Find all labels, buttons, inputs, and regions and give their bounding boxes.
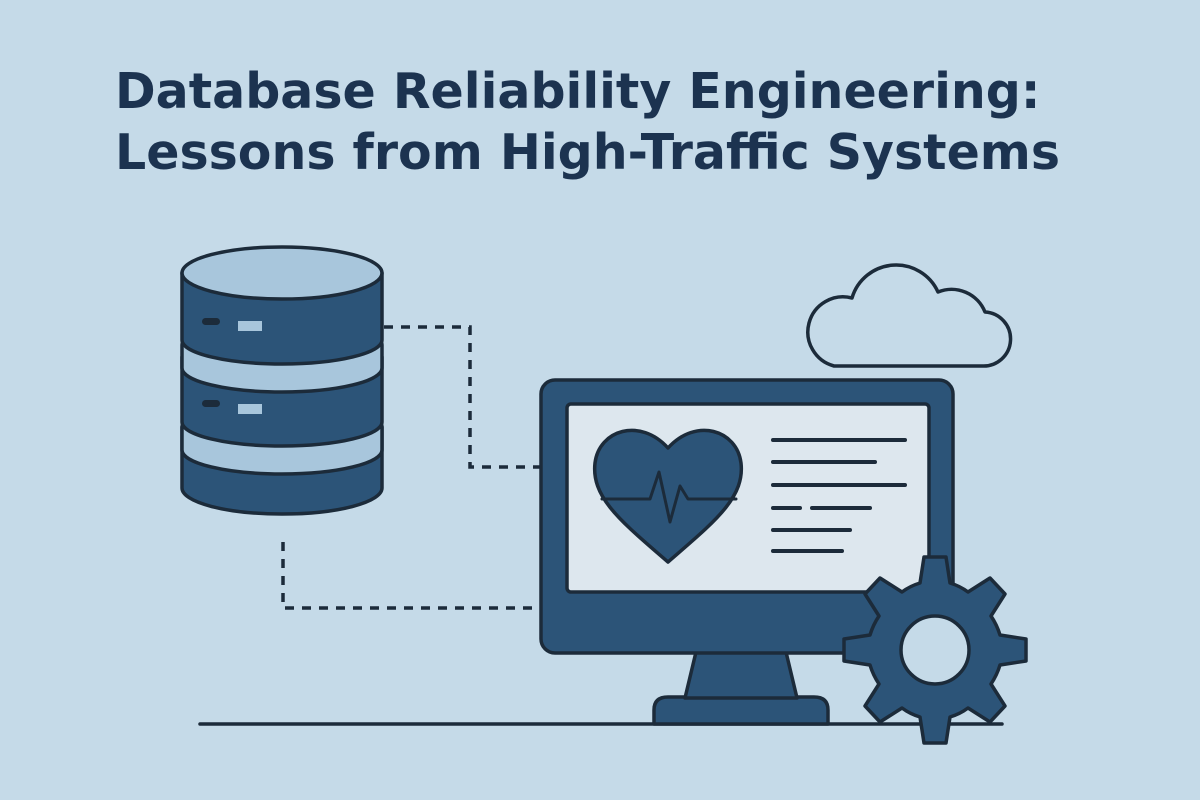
- database-led-top-left: [202, 318, 220, 325]
- screen-text-lines: [771, 438, 907, 553]
- database-icon: [180, 245, 384, 516]
- monitor-stand-base: [652, 695, 830, 726]
- pulse-line: [600, 470, 738, 524]
- gear-icon: [842, 555, 1028, 745]
- dashed-connectors: [281, 325, 540, 610]
- connector-db-to-monitor-bottom: [281, 542, 540, 610]
- heart-pulse-icon: [592, 428, 744, 564]
- gear-hole: [899, 614, 971, 686]
- title-line-1: Database Reliability Engineering:: [115, 63, 1041, 120]
- heart-shape: [592, 428, 744, 564]
- title-line-2: Lessons from High-Traffic Systems: [115, 123, 1061, 181]
- monitor-stand-neck: [683, 650, 799, 700]
- database-led-top-right: [238, 321, 262, 331]
- database-led-mid-left: [202, 400, 220, 407]
- database-led-mid-right: [238, 404, 262, 414]
- cloud-icon: [806, 263, 1013, 368]
- connector-db-to-monitor-top: [384, 325, 540, 469]
- page-title: Database Reliability Engineering: Lesson…: [115, 62, 1115, 184]
- database-top-cap: [180, 245, 384, 301]
